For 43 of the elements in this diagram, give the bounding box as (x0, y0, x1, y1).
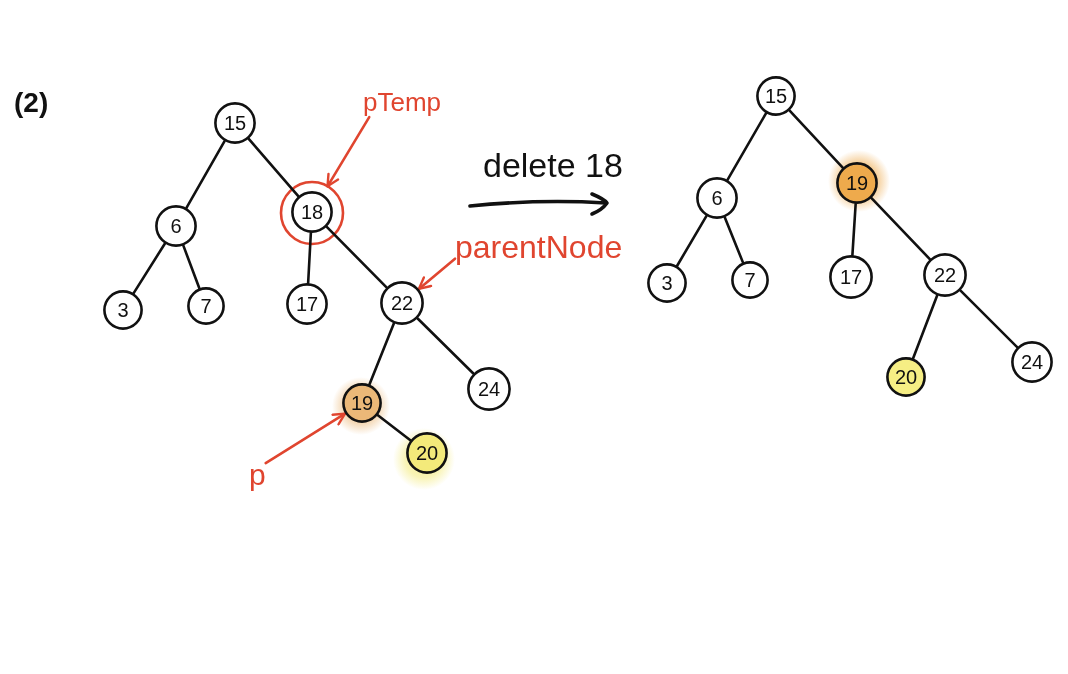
tree-node: 19 (836, 162, 878, 204)
tree-edge (788, 109, 844, 169)
tree-node: 7 (187, 287, 225, 325)
pointer-label: pTemp (363, 88, 442, 118)
tree-edge (870, 196, 932, 261)
tree-node: 3 (103, 290, 143, 330)
tree-node: 6 (696, 177, 738, 219)
tree-node: 24 (467, 367, 511, 411)
tree-node: 17 (829, 255, 873, 299)
pointer-arrow (326, 115, 371, 188)
tree-edge (132, 242, 167, 295)
tree-edge (851, 202, 857, 257)
pointer-label: parentNode (455, 230, 623, 266)
tree-edge (675, 214, 708, 268)
tree-edge (306, 231, 313, 285)
tree-edge (911, 294, 939, 360)
tree-node: 6 (155, 205, 197, 247)
pointer-arrow (417, 257, 457, 291)
tree-node: 24 (1011, 341, 1053, 383)
tree-edge (726, 112, 768, 182)
tree-edge (723, 216, 745, 264)
pointer-label: p (249, 458, 266, 492)
tree-edge (185, 139, 226, 210)
tree-node: 15 (214, 102, 256, 144)
tree-node: 20 (886, 357, 926, 397)
tree-edge (247, 137, 300, 198)
tree-edge (376, 413, 412, 442)
tree-edge (416, 317, 475, 375)
tree-node: 18 (291, 191, 333, 233)
part-label: (2) (14, 87, 49, 119)
tree-node: 3 (647, 263, 687, 303)
tree-edge (325, 225, 388, 289)
tree-node: 7 (731, 261, 769, 299)
operation-label: delete 18 (483, 146, 623, 185)
pointer-arrow (264, 412, 347, 465)
tree-edge (368, 322, 396, 386)
tree-node: 22 (923, 253, 967, 297)
tree-edge (959, 289, 1019, 349)
tree-node: 15 (756, 76, 796, 116)
tree-node: 17 (286, 283, 328, 325)
tree-edge (182, 244, 201, 290)
tree-node: 22 (380, 281, 424, 325)
tree-node: 20 (406, 432, 448, 474)
